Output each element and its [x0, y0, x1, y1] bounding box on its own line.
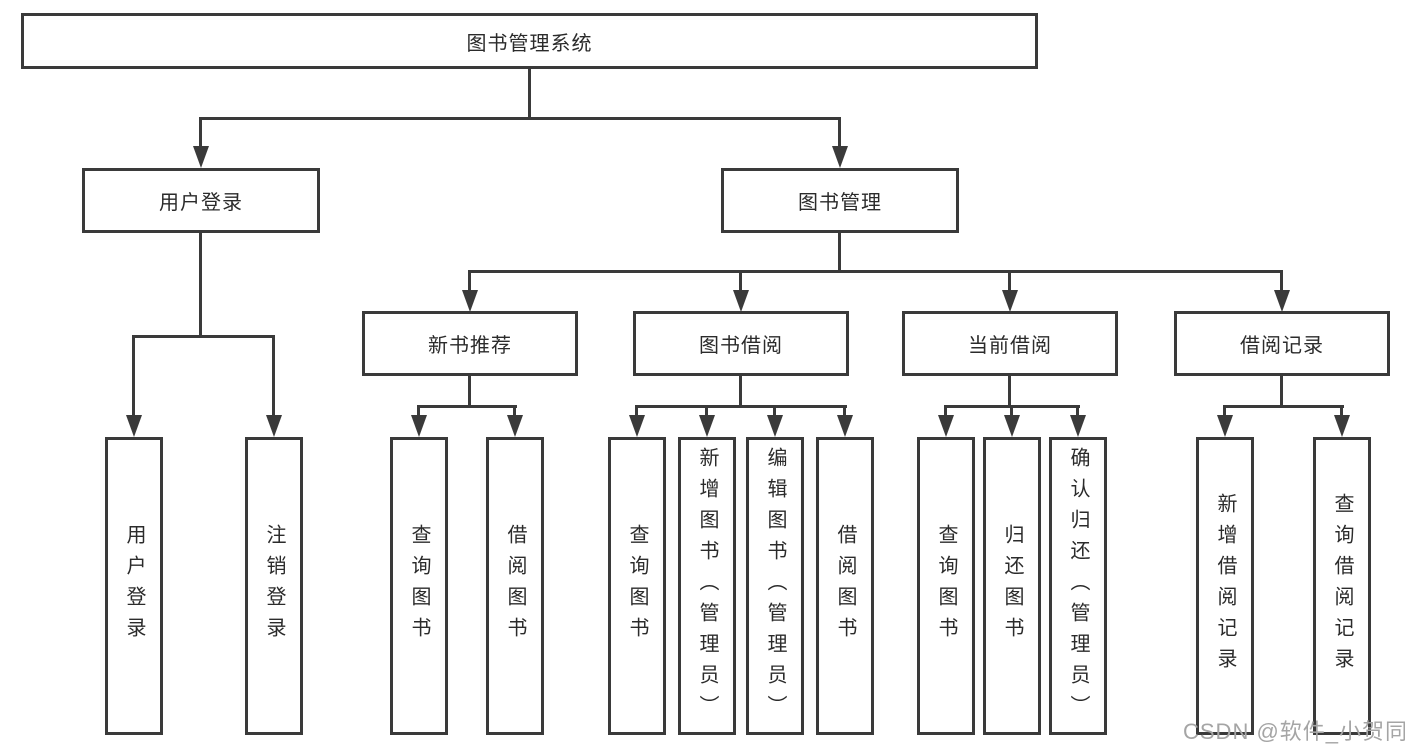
node-new-book-recommend: 新书推荐: [362, 311, 578, 376]
arrow-down-icon: [193, 146, 209, 168]
node-system-root: 图书管理系统: [21, 13, 1038, 69]
leaf-query-books-recommend: 查询图书: [390, 437, 448, 735]
leaf-return-book: 归还图书: [983, 437, 1041, 735]
v-line: [1340, 405, 1343, 417]
v-line: [272, 335, 275, 415]
node-book-borrow: 图书借阅: [633, 311, 849, 376]
arrow-down-icon: [767, 415, 783, 437]
arrow-down-icon: [1002, 290, 1018, 312]
h-line: [417, 405, 517, 408]
node-user-login-label: 用户登录: [159, 192, 243, 214]
v-line: [1008, 270, 1011, 292]
h-line: [468, 270, 1283, 273]
leaf-add-book-admin: 新增图书（管理员）: [678, 437, 736, 735]
leaf-edit-book-admin: 编辑图书（管理员）: [746, 437, 804, 735]
v-line: [1280, 376, 1283, 407]
h-line: [1223, 405, 1344, 408]
arrow-down-icon: [411, 415, 427, 437]
v-line: [705, 405, 708, 417]
csdn-watermark: CSDN @软件_小贺同学: [1183, 719, 1405, 744]
arrow-down-icon: [1004, 415, 1020, 437]
v-line: [838, 233, 841, 272]
leaf-logout: 注销登录: [245, 437, 303, 735]
v-line: [1223, 405, 1226, 417]
v-line: [513, 405, 516, 417]
node-borrow-records-label: 借阅记录: [1240, 335, 1324, 357]
v-line: [843, 405, 846, 417]
arrow-down-icon: [126, 415, 142, 437]
v-line: [417, 405, 420, 417]
v-line: [944, 405, 947, 417]
v-line: [739, 376, 742, 407]
arrow-down-icon: [938, 415, 954, 437]
arrow-down-icon: [832, 146, 848, 168]
v-line: [132, 335, 135, 415]
node-current-borrow-label: 当前借阅: [968, 335, 1052, 357]
leaf-query-books-borrow: 查询图书: [608, 437, 666, 735]
h-line: [635, 405, 847, 408]
leaf-borrow-books: 借阅图书: [816, 437, 874, 735]
arrow-down-icon: [733, 290, 749, 312]
node-system-root-label: 图书管理系统: [466, 32, 593, 55]
arrow-down-icon: [1217, 415, 1233, 437]
v-line: [468, 376, 471, 407]
leaf-borrow-books-recommend: 借阅图书: [486, 437, 544, 735]
h-line: [132, 335, 275, 338]
v-line: [635, 405, 638, 417]
v-line: [1008, 376, 1011, 407]
arrow-down-icon: [1070, 415, 1086, 437]
arrow-down-icon: [462, 290, 478, 312]
arrow-down-icon: [1274, 290, 1290, 312]
v-line: [773, 405, 776, 417]
arrow-down-icon: [629, 415, 645, 437]
node-borrow-records: 借阅记录: [1174, 311, 1390, 376]
v-line: [1280, 270, 1283, 292]
v-line: [199, 233, 202, 335]
v-line: [528, 69, 531, 118]
arrow-down-icon: [699, 415, 715, 437]
v-line: [739, 270, 742, 292]
leaf-user-login: 用户登录: [105, 437, 163, 735]
leaf-add-borrow-record: 新增借阅记录: [1196, 437, 1254, 735]
node-book-management-label: 图书管理: [798, 192, 882, 214]
node-book-borrow-label: 图书借阅: [699, 335, 783, 357]
arrow-down-icon: [1334, 415, 1350, 437]
arrow-down-icon: [266, 415, 282, 437]
arrow-down-icon: [837, 415, 853, 437]
leaf-query-books-current: 查询图书: [917, 437, 975, 735]
leaf-query-borrow-record: 查询借阅记录: [1313, 437, 1371, 735]
arrow-down-icon: [507, 415, 523, 437]
node-new-book-recommend-label: 新书推荐: [428, 335, 512, 357]
leaf-confirm-return-admin: 确认归还（管理员）: [1049, 437, 1107, 735]
v-line: [199, 117, 202, 148]
v-line: [838, 117, 841, 148]
node-current-borrow: 当前借阅: [902, 311, 1118, 376]
v-line: [1010, 405, 1013, 417]
v-line: [1076, 405, 1079, 417]
v-line: [468, 270, 471, 292]
node-user-login: 用户登录: [82, 168, 320, 233]
h-line: [199, 117, 841, 120]
node-book-management: 图书管理: [721, 168, 959, 233]
